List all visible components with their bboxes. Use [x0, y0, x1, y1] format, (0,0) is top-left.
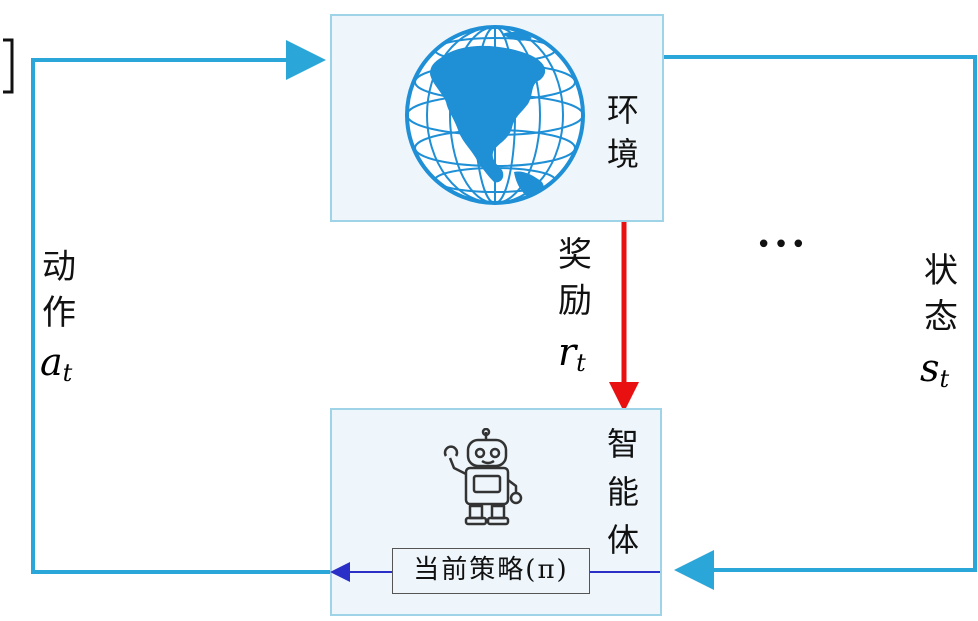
action-label: 动作	[42, 247, 76, 333]
globe-icon	[405, 25, 585, 205]
corner-bracket	[3, 38, 14, 94]
environment-label: 环境	[606, 91, 639, 173]
state-arrow	[662, 55, 977, 590]
robot-icon	[443, 428, 523, 526]
action-arrow	[31, 40, 330, 574]
agent-label: 智能体	[606, 425, 639, 559]
reward-symbol: rt	[558, 330, 586, 377]
action-symbol: at	[40, 340, 73, 387]
state-label: 状态	[924, 251, 958, 337]
reward-label: 奖励	[558, 235, 592, 321]
policy-box: 当前策略(π)	[392, 548, 590, 594]
environment-box: 环境	[330, 14, 664, 222]
state-symbol: st	[920, 346, 950, 393]
ellipsis: •••	[756, 230, 809, 260]
